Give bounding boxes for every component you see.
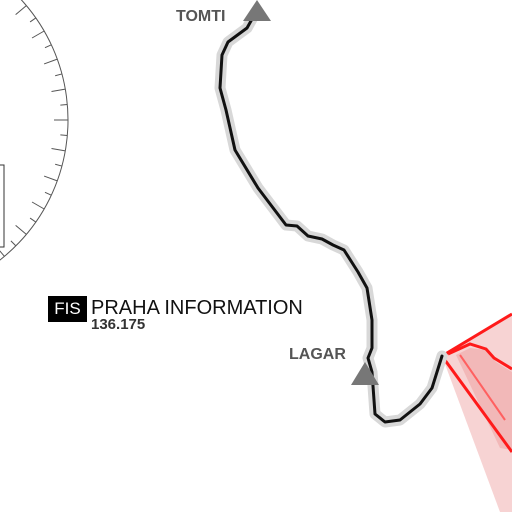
- waypoint-tomti-triangle-icon[interactable]: [243, 0, 271, 21]
- compass-rose-tick: [44, 44, 52, 49]
- compass-rose-tick: [43, 58, 58, 65]
- compass-rose-tick: [0, 250, 5, 257]
- compass-rose-tick: [51, 88, 66, 93]
- compass-rose-tick: [55, 73, 63, 77]
- fis-frequency: 136.175: [91, 316, 146, 333]
- compass-rose-tick: [51, 147, 66, 152]
- compass-rose-tick: [60, 134, 68, 137]
- compass-rose-tick: [15, 5, 27, 15]
- compass-rose-tick: [15, 225, 27, 235]
- compass-rose-tick: [31, 201, 45, 210]
- compass-rose-tick: [10, 240, 17, 247]
- fis-station-name: PRAHA INFORMATION: [91, 297, 303, 319]
- compass-rose-tick: [29, 17, 37, 23]
- waypoint-label-lagar[interactable]: LAGAR: [289, 346, 346, 363]
- waypoint-label-tomti[interactable]: TOMTI: [176, 8, 226, 25]
- compass-rose-tick: [44, 191, 52, 196]
- compass-rose-tick: [43, 175, 58, 182]
- fis-badge: FIS: [48, 296, 87, 322]
- compass-rose-tick: [60, 103, 68, 106]
- compass-rose-tick: [29, 217, 37, 223]
- waypoint-lagar-triangle-icon[interactable]: [351, 362, 379, 385]
- compass-rose-tick: [31, 30, 45, 39]
- compass-rose-tick: [55, 163, 63, 167]
